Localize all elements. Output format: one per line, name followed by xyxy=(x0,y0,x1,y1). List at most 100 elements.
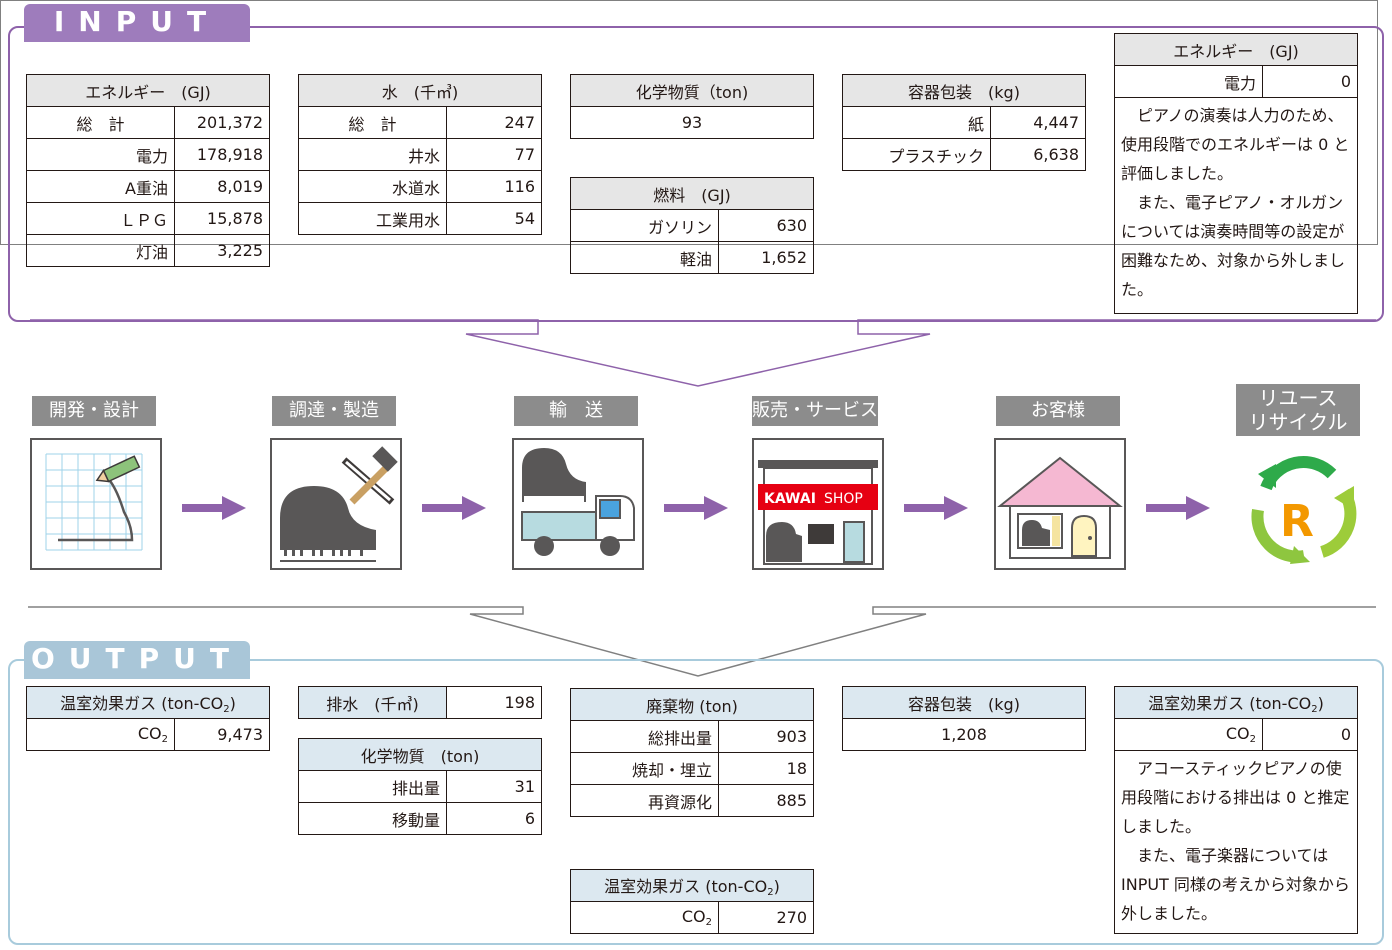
water-row-label: 工業用水 xyxy=(298,202,447,235)
waste-row-value: 885 xyxy=(718,784,814,817)
use-energy-value: 0 xyxy=(1262,65,1358,98)
chemical-row-label: 移動量 xyxy=(298,802,447,835)
water-row-label: 井水 xyxy=(298,138,447,171)
note-paragraph: アコースティックピアノの使用段階における排出は 0 と推定しました。 xyxy=(1121,759,1350,836)
energy-row-value: 3,225 xyxy=(174,234,270,267)
output-section-tab: OUTPUT xyxy=(24,641,250,679)
fuel-row-label: 軽油 xyxy=(570,241,719,274)
step-label-manufacturing: 調達・製造 xyxy=(272,396,396,426)
input-section-frame xyxy=(8,26,1384,322)
input-use-energy-title: エネルギー (GJ) xyxy=(1114,33,1358,66)
design-icon xyxy=(45,453,143,551)
energy-row-value: 8,019 xyxy=(174,170,270,203)
chemical-row-label: 排出量 xyxy=(298,770,447,803)
input-chemical-table: 化学物質（ton) 93 xyxy=(570,74,814,139)
energy-row-label: 総 計 xyxy=(26,106,175,139)
energy-row-label: 灯油 xyxy=(26,234,175,267)
step-label-customer: お客様 xyxy=(996,396,1120,426)
energy-row-value: 201,372 xyxy=(174,106,270,139)
recycle-letter: R xyxy=(1280,496,1314,547)
input-use-energy-note: ピアノの演奏は人力のため、使用段階でのエネルギーは 0 と評価しました。 また、… xyxy=(1114,97,1358,314)
chemical-row-value: 31 xyxy=(446,770,542,803)
transport-icon xyxy=(521,448,635,556)
output-drainage-table: 排水 (千㎥)198 xyxy=(298,686,542,719)
note-paragraph: また、電子楽器については INPUT 同様の考えから対象から外しました。 xyxy=(1121,846,1350,923)
recycle-label: リサイクル xyxy=(1248,410,1348,434)
note-paragraph: ピアノの演奏は人力のため、使用段階でのエネルギーは 0 と評価しました。 xyxy=(1121,106,1350,183)
manufacturing-step-box xyxy=(270,438,402,570)
flow-arrow-icon xyxy=(664,496,728,520)
transport-step-box xyxy=(512,438,644,570)
flow-arrow-icon xyxy=(904,496,968,520)
output-section-frame xyxy=(8,659,1384,945)
note-paragraph: また、電子ピアノ・オルガンについては演奏時間等の設定が困難なため、対象から外しま… xyxy=(1121,193,1346,299)
ghg-value: 9,473 xyxy=(174,718,270,751)
recycle-step: R xyxy=(1236,440,1364,568)
transport-ghg-label: CO2 xyxy=(570,901,719,934)
water-row-value: 77 xyxy=(446,138,542,171)
input-chemical-title: 化学物質（ton) xyxy=(570,74,814,107)
step-label-design: 開発・設計 xyxy=(32,396,156,426)
waste-row-label: 総排出量 xyxy=(570,720,719,753)
waste-row-value: 18 xyxy=(718,752,814,785)
output-packaging-title: 容器包装 (kg) xyxy=(842,686,1086,719)
packaging-row-label: 紙 xyxy=(842,106,991,139)
packaging-row-value: 6,638 xyxy=(990,138,1086,171)
use-energy-label: 電力 xyxy=(1114,65,1263,98)
chemical-row-value: 6 xyxy=(446,802,542,835)
use-ghg-value: 0 xyxy=(1262,718,1358,751)
water-row-value: 54 xyxy=(446,202,542,235)
use-ghg-label: CO2 xyxy=(1114,718,1263,751)
output-ghg-title: 温室効果ガス (ton-CO2) xyxy=(26,686,270,719)
drainage-label: 排水 (千㎥) xyxy=(298,686,447,719)
packaging-row-value: 4,447 xyxy=(990,106,1086,139)
flow-arrow-icon xyxy=(422,496,486,520)
water-row-label: 水道水 xyxy=(298,170,447,203)
input-section-tab: INPUT xyxy=(24,4,250,42)
use-ghg-title: 温室効果ガス (ton-CO2) xyxy=(1114,686,1358,719)
step-label-reuse-recycle: リユース リサイクル xyxy=(1236,384,1360,436)
input-chemical-value: 93 xyxy=(570,106,814,139)
flow-arrow-icon xyxy=(1146,496,1210,520)
waste-row-value: 903 xyxy=(718,720,814,753)
waste-row-label: 再資源化 xyxy=(570,784,719,817)
waste-row-label: 焼却・埋立 xyxy=(570,752,719,785)
water-row-value: 247 xyxy=(446,106,542,139)
customer-home-icon xyxy=(997,456,1123,559)
ghg-label: CO2 xyxy=(26,718,175,751)
input-energy-title: エネルギー (GJ) xyxy=(26,74,270,107)
reuse-label: リユース xyxy=(1258,386,1338,410)
recycle-icon: R xyxy=(1251,456,1357,564)
step-label-sales-service: 販売・サービス xyxy=(752,396,878,426)
water-row-label: 総 計 xyxy=(298,106,447,139)
output-chemical-title: 化学物質 (ton) xyxy=(298,738,542,771)
fuel-row-value: 1,652 xyxy=(718,241,814,274)
energy-row-label: 電力 xyxy=(26,138,175,171)
energy-row-label: ＬＰＧ xyxy=(26,202,175,235)
energy-row-label: A重油 xyxy=(26,170,175,203)
manufacturing-icon xyxy=(280,446,398,562)
customer-step-box xyxy=(994,438,1126,570)
design-step-box xyxy=(30,438,162,570)
water-row-value: 116 xyxy=(446,170,542,203)
shop-sign-word: SHOP xyxy=(824,491,863,507)
flow-arrow-icon xyxy=(182,496,246,520)
fuel-row-label: ガソリン xyxy=(570,209,719,242)
energy-row-value: 178,918 xyxy=(174,138,270,171)
input-packaging-title: 容器包装 (kg) xyxy=(842,74,1086,107)
output-packaging-table: 容器包装 (kg) 1,208 xyxy=(842,686,1086,751)
packaging-row-label: プラスチック xyxy=(842,138,991,171)
step-label-transport: 輸 送 xyxy=(514,396,638,426)
fuel-row-value: 630 xyxy=(718,209,814,242)
shop-step-box: KAWAI SHOP xyxy=(752,438,884,570)
